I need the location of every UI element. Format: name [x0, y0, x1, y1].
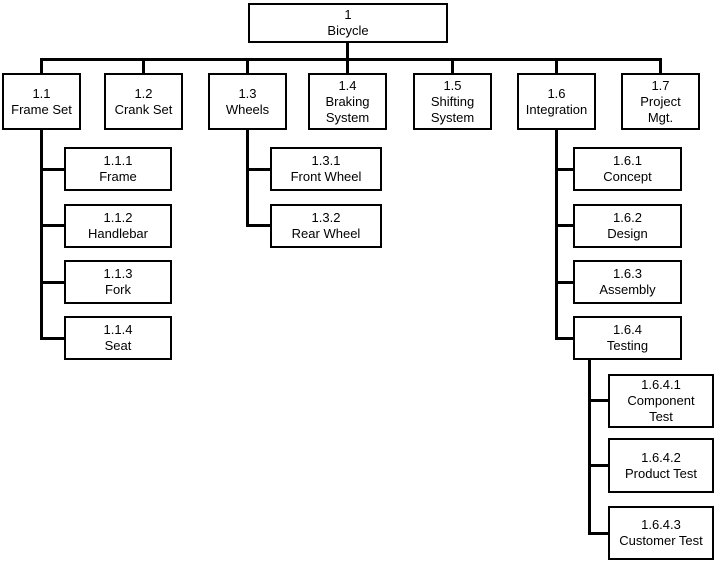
node-label: Customer Test — [619, 533, 703, 548]
node-code: 1.6.1 — [613, 153, 642, 168]
node-code: 1.6.4.1 — [641, 377, 681, 392]
node-label: Wheels — [225, 101, 270, 117]
node-code: 1.1.2 — [103, 210, 133, 225]
node-label: Seat — [104, 338, 132, 353]
node-label: Product Test — [624, 465, 698, 481]
node-1-6-4-testing: 1.6.4 Testing — [573, 316, 682, 360]
node-code: 1.7 — [651, 77, 670, 93]
node-1-1-2-handlebar: 1.1.2 Handlebar — [64, 204, 172, 248]
connector-elbow-1-1-3 — [40, 281, 64, 284]
node-label: Testing — [606, 338, 649, 353]
node-label: Design — [607, 226, 648, 241]
node-1-6-3-assembly: 1.6.3 Assembly — [573, 260, 682, 304]
node-code: 1.1 — [32, 85, 51, 101]
node-1-1-4-seat: 1.1.4 Seat — [64, 316, 172, 360]
node-code: 1.4 — [338, 77, 357, 93]
node-label: Front Wheel — [290, 169, 362, 184]
connector-elbow-1-3-1 — [246, 168, 270, 171]
connector-elbow-1-6-4-3 — [588, 532, 608, 535]
node-label: Project Mgt. — [640, 93, 681, 125]
connector-elbow-1-6-1 — [555, 168, 573, 171]
node-code: 1.6.3 — [613, 266, 642, 281]
node-1-6-1-concept: 1.6.1 Concept — [573, 147, 682, 191]
node-1-7-project-mgt: 1.7 Project Mgt. — [621, 73, 700, 130]
node-label: Integration — [525, 101, 588, 117]
node-label: Component Test — [627, 393, 695, 424]
node-code: 1.2 — [134, 85, 153, 101]
node-1-3-1-front-wheel: 1.3.1 Front Wheel — [270, 147, 382, 191]
connector-elbow-1-1-1 — [40, 168, 64, 171]
connector-stub-1-5 — [451, 58, 454, 73]
connector-stub-1-6 — [555, 58, 558, 73]
node-code: 1.1.3 — [103, 266, 133, 281]
connector-stub-1-2 — [142, 58, 145, 73]
node-1-1-1-frame: 1.1.1 Frame — [64, 147, 172, 191]
node-code: 1.3.1 — [311, 153, 341, 168]
node-code: 1.1.1 — [103, 153, 133, 168]
connector-elbow-1-6-4 — [555, 337, 573, 340]
node-code: 1.6 — [547, 85, 566, 101]
connector-stub-1-7 — [659, 58, 662, 73]
node-1-3-wheels: 1.3 Wheels — [208, 73, 287, 130]
node-label: Shifting System — [430, 93, 475, 125]
node-1-4-braking-system: 1.4 Braking System — [308, 73, 387, 130]
connector-elbow-1-3-2 — [246, 224, 270, 227]
node-label: Fork — [105, 282, 131, 297]
node-code: 1 — [344, 7, 352, 22]
connector-stub-1-3 — [246, 58, 249, 73]
connector-elbow-1-1-2 — [40, 224, 64, 227]
node-code: 1.6.2 — [613, 210, 642, 225]
node-label: Rear Wheel — [291, 226, 361, 241]
node-code: 1.5 — [443, 77, 462, 93]
node-code: 1.1.4 — [103, 322, 133, 337]
node-1-6-4-3-customer-test: 1.6.4.3 Customer Test — [608, 506, 714, 560]
connector-stub-1-4 — [346, 58, 349, 73]
node-label: Bicycle — [327, 23, 369, 38]
node-label: Frame — [99, 169, 137, 184]
node-1-5-shifting-system: 1.5 Shifting System — [413, 73, 492, 130]
node-label: Assembly — [599, 282, 656, 297]
node-1-3-2-rear-wheel: 1.3.2 Rear Wheel — [270, 204, 382, 248]
node-1-6-integration: 1.6 Integration — [517, 73, 596, 130]
connector-trunk-1-3 — [246, 130, 249, 227]
node-1-2-crank-set: 1.2 Crank Set — [104, 73, 183, 130]
node-label: Crank Set — [114, 101, 173, 117]
node-1-6-4-2-product-test: 1.6.4.2 Product Test — [608, 438, 714, 493]
connector-elbow-1-6-4-1 — [588, 399, 608, 402]
connector-root-stub — [346, 43, 349, 59]
connector-trunk-1-6 — [555, 130, 558, 340]
node-code: 1.3.2 — [311, 210, 341, 225]
node-1-1-3-fork: 1.1.3 Fork — [64, 260, 172, 304]
connector-level2-bus — [40, 58, 662, 61]
node-1-6-2-design: 1.6.2 Design — [573, 204, 682, 248]
connector-elbow-1-1-4 — [40, 337, 64, 340]
node-label: Handlebar — [88, 226, 148, 241]
node-code: 1.6.4 — [613, 322, 642, 337]
node-code: 1.3 — [238, 85, 257, 101]
connector-stub-1-1 — [40, 58, 43, 73]
connector-elbow-1-6-2 — [555, 224, 573, 227]
connector-trunk-1-1 — [40, 130, 43, 340]
node-label: Braking System — [325, 93, 370, 125]
node-label: Concept — [603, 169, 652, 184]
node-label: Frame Set — [11, 101, 72, 117]
node-1-1-frame-set: 1.1 Frame Set — [2, 73, 81, 130]
node-1-bicycle: 1 Bicycle — [248, 3, 448, 43]
node-1-6-4-1-component-test: 1.6.4.1 Component Test — [608, 374, 714, 428]
connector-trunk-1-6-4 — [588, 360, 591, 535]
node-code: 1.6.4.2 — [641, 449, 681, 465]
connector-elbow-1-6-3 — [555, 281, 573, 284]
connector-elbow-1-6-4-2 — [588, 464, 608, 467]
node-code: 1.6.4.3 — [641, 517, 681, 532]
